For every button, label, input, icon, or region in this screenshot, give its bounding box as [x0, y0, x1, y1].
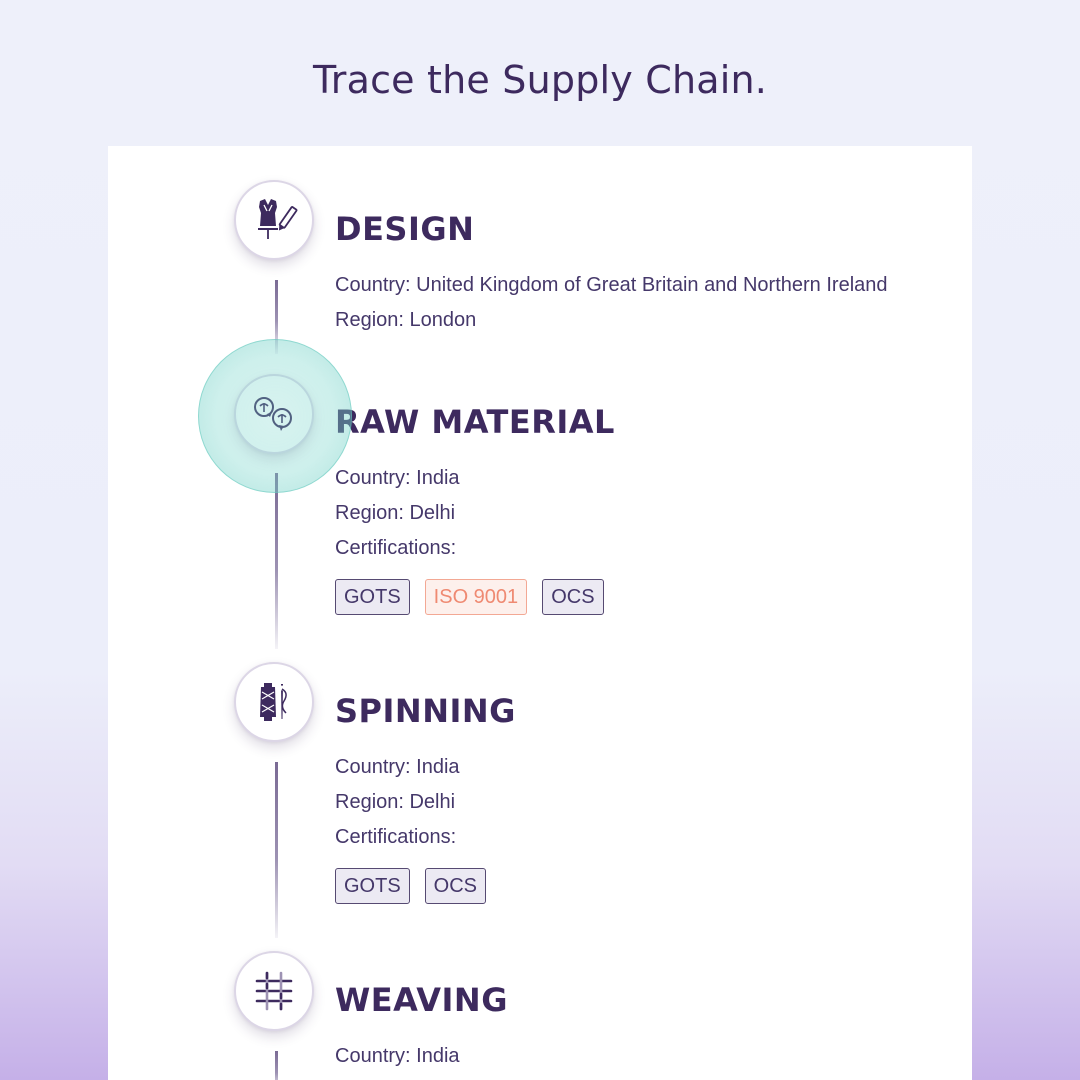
weave-grid-icon: [255, 971, 293, 1011]
timeline-connector: [275, 473, 278, 649]
step-country: Country: India: [335, 467, 460, 489]
spool-needle-icon: [260, 683, 287, 721]
step-region: Region: Delhi: [335, 791, 456, 813]
step-title-spinning: SPINNING: [335, 692, 516, 730]
certification-list: GOTS OCS: [335, 868, 487, 904]
step-title-design: DESIGN: [335, 210, 475, 248]
design-dress-pencil-icon: [258, 199, 298, 239]
spinning-step-icon[interactable]: [234, 662, 314, 742]
step-region: Region: Delhi: [335, 502, 456, 524]
timeline-connector: [275, 280, 278, 354]
certification-badge-ocs[interactable]: OCS: [542, 579, 604, 615]
step-country: Country: India: [335, 756, 460, 778]
raw-material-step-icon[interactable]: [234, 374, 314, 454]
certification-badge-gots[interactable]: GOTS: [335, 868, 410, 904]
certification-badge-iso-9001[interactable]: ISO 9001: [424, 579, 528, 615]
timeline-connector: [275, 1051, 278, 1080]
timeline-connector: [275, 762, 278, 938]
step-region: Region: London: [335, 309, 477, 331]
step-country: Country: India: [335, 1045, 460, 1067]
step-title-raw-material: RAW MATERIAL: [335, 403, 615, 441]
step-title-weaving: WEAVING: [335, 981, 508, 1019]
supply-chain-card: DESIGN Country: United Kingdom of Great …: [108, 146, 972, 1080]
certifications-label: Certifications:: [335, 537, 457, 559]
design-step-icon[interactable]: [234, 180, 314, 260]
certification-badge-ocs[interactable]: OCS: [424, 868, 487, 904]
certification-list: GOTS ISO 9001 OCS: [335, 579, 604, 615]
step-country: Country: United Kingdom of Great Britain…: [335, 274, 888, 296]
cotton-boll-icon: [254, 397, 292, 431]
certification-badge-gots[interactable]: GOTS: [335, 579, 410, 615]
certifications-label: Certifications:: [335, 826, 457, 848]
weaving-step-icon[interactable]: [234, 951, 314, 1031]
page-heading: Trace the Supply Chain.: [312, 58, 768, 102]
